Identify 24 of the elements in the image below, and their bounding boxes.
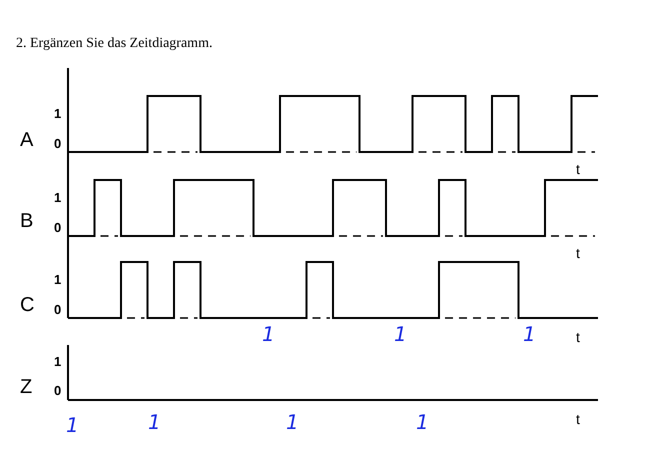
time-axis-label: t	[576, 330, 580, 344]
signal-name: C	[20, 295, 34, 315]
time-axis-label: t	[576, 162, 580, 176]
handwritten-mark: 1	[416, 412, 429, 432]
handwritten-mark: 1	[394, 324, 407, 344]
level-label: 1	[54, 355, 62, 368]
level-label: 1	[54, 107, 62, 120]
exercise-title: 2. Ergänzen Sie das Zeitdiagramm.	[16, 36, 212, 52]
handwritten-mark: 1	[66, 415, 79, 435]
level-label: 1	[54, 273, 62, 286]
level-label: 0	[54, 384, 62, 397]
signal-name: B	[20, 211, 34, 231]
level-label: 0	[54, 221, 62, 234]
level-label: 0	[54, 303, 62, 316]
signal-name: A	[20, 130, 34, 150]
handwritten-mark: 1	[523, 324, 536, 344]
handwritten-mark: 1	[148, 412, 161, 432]
level-label: 1	[54, 191, 62, 204]
time-axis-label: t	[576, 412, 580, 426]
level-label: 0	[54, 137, 62, 150]
time-axis-label: t	[576, 246, 580, 260]
handwritten-mark: 1	[262, 324, 275, 344]
signal-name: Z	[20, 377, 32, 397]
handwritten-mark: 1	[286, 412, 299, 432]
